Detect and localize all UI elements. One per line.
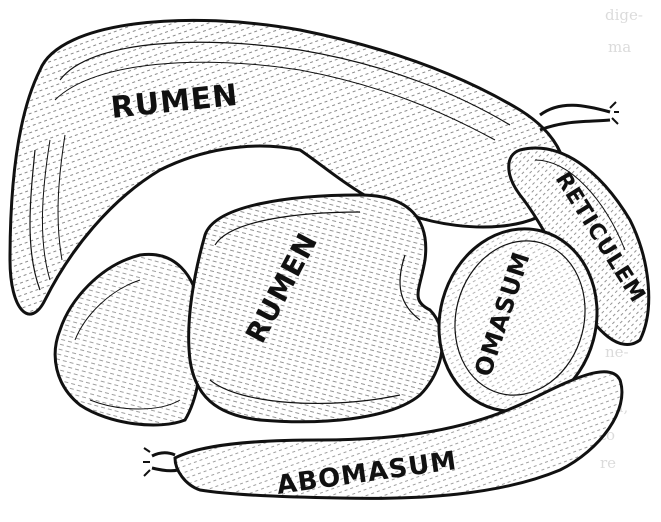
svg-text:ma: ma <box>608 38 631 56</box>
svg-text:dige-: dige- <box>605 6 643 24</box>
rumen-center-lobe <box>189 195 443 422</box>
rumen-lower-left-lobe <box>55 254 202 425</box>
svg-text:re: re <box>600 454 616 472</box>
